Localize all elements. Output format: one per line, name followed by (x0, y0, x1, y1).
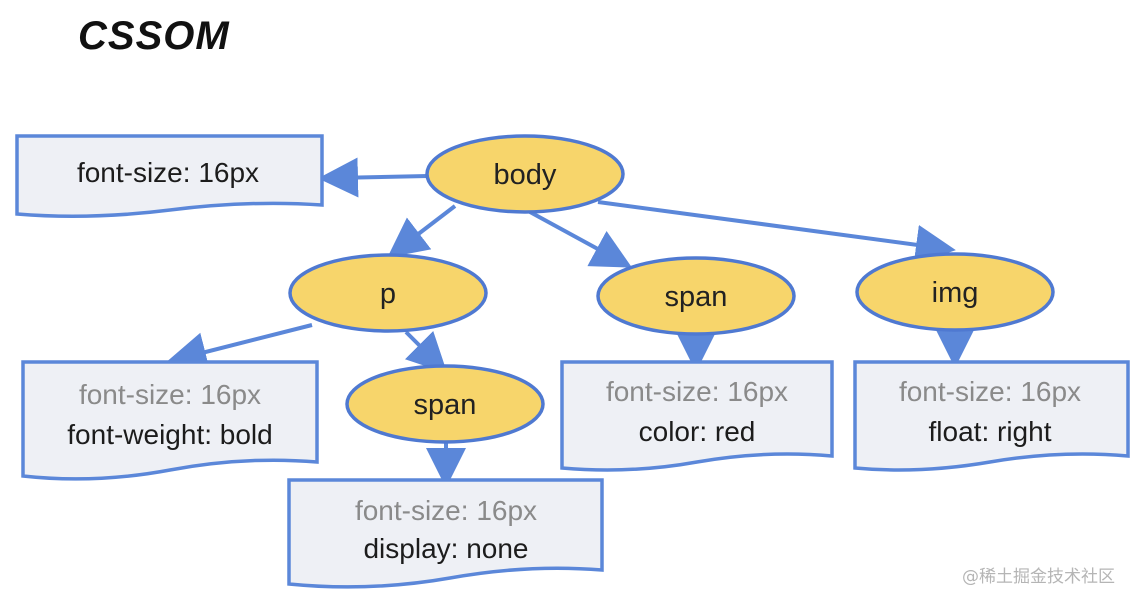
node-span-label: span (665, 281, 728, 313)
edge-body-to-span (529, 210, 633, 268)
edge-body-to-img (597, 200, 956, 265)
diagram-title: CSSOM (78, 14, 230, 58)
node-img-label: img (932, 277, 979, 309)
box-span-line-1: font-size: 16px (606, 376, 788, 407)
box-span-child-line-2: display: none (363, 533, 528, 564)
box-p-line-2: font-weight: bold (67, 419, 272, 450)
box-img-line-1: font-size: 16px (899, 376, 1081, 407)
edge-p-to-span-child (404, 330, 448, 374)
edge-body-to-box (318, 157, 429, 198)
edge-p-to-box (166, 323, 313, 372)
box-img-line-2: float: right (929, 416, 1052, 447)
watermark: @稀土掘金技术社区 (962, 567, 1115, 587)
box-p-styles: font-size: 16px font-weight: bold (21, 360, 319, 481)
box-body-line-1: font-size: 16px (77, 157, 259, 188)
node-body: body (425, 134, 625, 214)
node-span-child: span (345, 364, 545, 444)
node-span: span (596, 256, 796, 336)
box-span-styles: font-size: 16px color: red (560, 360, 834, 472)
node-body-label: body (494, 159, 557, 191)
node-img: img (855, 252, 1055, 332)
box-span-line-2: color: red (639, 416, 756, 447)
box-span-child-line-1: font-size: 16px (355, 495, 537, 526)
box-img-styles: font-size: 16px float: right (853, 360, 1130, 472)
box-p-line-1: font-size: 16px (79, 379, 261, 410)
edges (166, 157, 975, 488)
node-p-label: p (380, 278, 396, 310)
node-span-child-label: span (414, 389, 477, 421)
box-span-child-styles: font-size: 16px display: none (287, 478, 604, 589)
box-body-styles: font-size: 16px (15, 134, 324, 218)
node-p: p (288, 253, 488, 333)
edge-body-to-p (387, 204, 457, 258)
